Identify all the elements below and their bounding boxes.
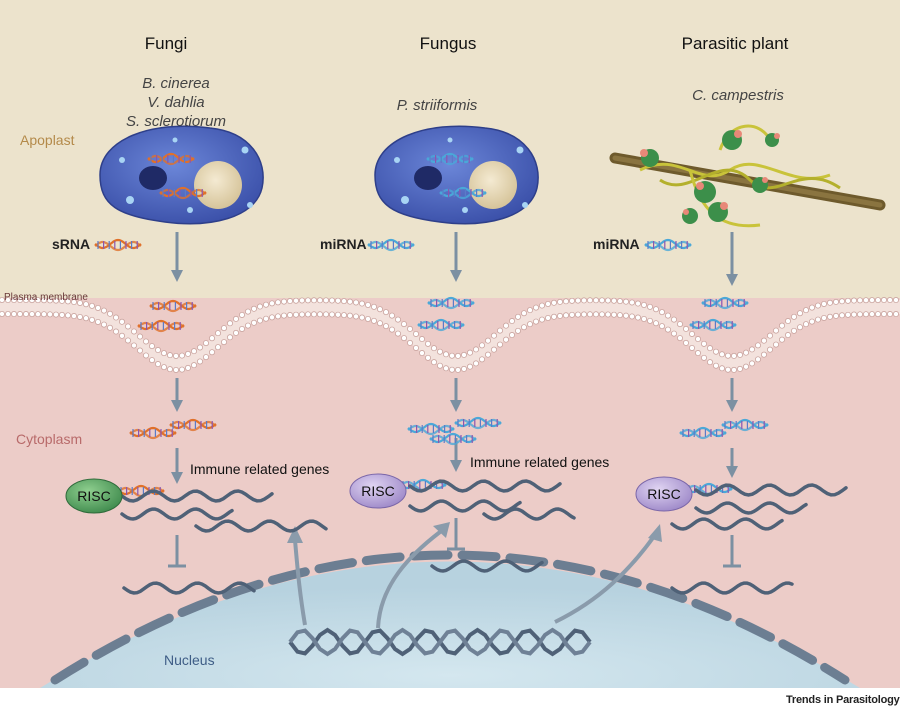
fungal-cell-2	[375, 126, 538, 223]
journal-footer: Trends in Parasitology	[786, 694, 900, 706]
species-name: S. sclerotiorum	[126, 112, 226, 131]
apoplast-label: Apoplast	[20, 132, 74, 148]
column-title-fungus: Fungus	[420, 34, 477, 54]
fungal-cell-1	[100, 126, 263, 223]
cytoplasm-label: Cytoplasm	[16, 431, 82, 447]
species-name: C. campestris	[692, 86, 784, 105]
rna-label-mirna-plant: miRNA	[593, 236, 640, 252]
rna-label-srna: sRNA	[52, 236, 90, 252]
column-title-parasitic-plant: Parasitic plant	[682, 34, 789, 54]
column-title-fungi: Fungi	[145, 34, 188, 54]
nucleus-label: Nucleus	[164, 652, 215, 668]
rna-label-mirna-fungus: miRNA	[320, 236, 367, 252]
risc-label-2: RISC	[350, 474, 406, 508]
immune-genes-label-2: Immune related genes	[470, 454, 609, 470]
plasma-membrane-label: Plasma membrane	[4, 292, 88, 303]
immune-genes-label-1: Immune related genes	[190, 461, 329, 477]
risc-label-3: RISC	[636, 477, 692, 511]
species-name: V. dahlia	[126, 93, 226, 112]
species-name: P. striiformis	[397, 96, 478, 115]
risc-label-1: RISC	[66, 479, 122, 513]
species-list-fungi: B. cinerea V. dahlia S. sclerotiorum	[126, 74, 226, 131]
species-list-parasitic-plant: C. campestris	[692, 86, 784, 105]
species-list-fungus: P. striiformis	[397, 96, 478, 115]
species-name: B. cinerea	[126, 74, 226, 93]
